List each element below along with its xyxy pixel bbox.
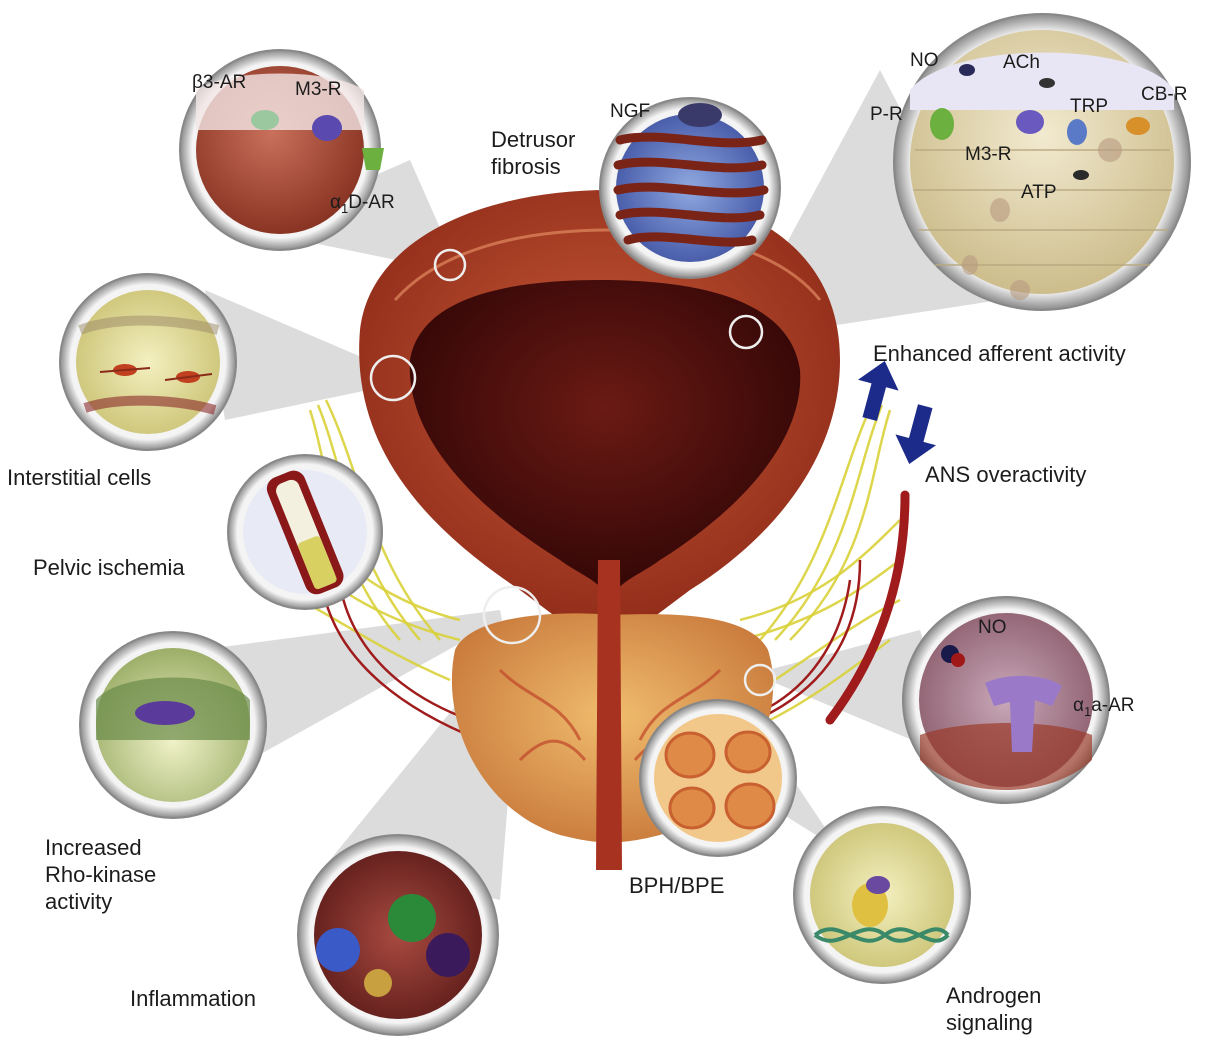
p-r-receptor-icon bbox=[930, 108, 954, 140]
main-vessel-right bbox=[825, 490, 910, 725]
inset-androgen-signaling bbox=[793, 806, 971, 984]
label-detrusor-fibrosis: Detrusor fibrosis bbox=[491, 127, 576, 179]
urethra bbox=[596, 560, 622, 870]
afferent-arrow bbox=[858, 361, 899, 422]
inset-label-m3-r-right: M3-R bbox=[965, 144, 1012, 165]
inset-label-m3-r-left: M3-R bbox=[295, 79, 342, 100]
rho-kinase-protein-icon bbox=[135, 701, 195, 725]
immune-cell-green-icon bbox=[388, 894, 436, 942]
inset-label-a1d-ar: α1D-AR bbox=[330, 192, 395, 216]
inset-label-trp: TRP bbox=[1070, 96, 1108, 117]
inset-receptors-top-left bbox=[179, 49, 384, 251]
no-molecule-icon-right bbox=[941, 645, 965, 667]
dna-helix-icon bbox=[813, 927, 950, 943]
inset-afferent-receptors bbox=[893, 13, 1191, 311]
label-pelvic-ischemia: Pelvic ischemia bbox=[33, 555, 185, 580]
inset-label-p-r: P-R bbox=[870, 104, 903, 125]
inset-pelvic-ischemia bbox=[227, 454, 383, 610]
androgen-receptor-icon bbox=[852, 876, 890, 927]
cone-rho bbox=[200, 610, 502, 760]
bladder bbox=[359, 190, 840, 620]
label-interstitial-cells: Interstitial cells bbox=[7, 465, 152, 490]
atp-molecule-icon bbox=[1073, 170, 1089, 180]
inset-interstitial-cells bbox=[59, 273, 237, 451]
cb-r-receptor-icon bbox=[1126, 117, 1150, 135]
b3-ar-receptor-icon bbox=[251, 110, 279, 130]
alpha1a-ar-receptor-icon bbox=[985, 675, 1062, 752]
inset-bph-bpe bbox=[639, 699, 797, 857]
label-bph-bpe: BPH/BPE bbox=[629, 873, 725, 898]
immune-cell-dendritic-icon bbox=[364, 969, 392, 997]
inset-label-a1a-ar: α1a-AR bbox=[1073, 695, 1135, 719]
trp-receptor-icon bbox=[1067, 119, 1087, 145]
immune-cell-blue-icon bbox=[316, 928, 360, 972]
ans-arrow bbox=[895, 404, 936, 464]
label-inflammation: Inflammation bbox=[130, 986, 256, 1011]
no-molecule-icon bbox=[959, 64, 975, 76]
inset-detrusor-fibrosis bbox=[599, 97, 781, 279]
m3-r-receptor-icon bbox=[312, 115, 342, 141]
inset-label-ach: ACh bbox=[1003, 52, 1040, 73]
interstitial-cell-icon bbox=[99, 364, 213, 383]
inset-inflammation bbox=[297, 834, 499, 1036]
inset-label-cb-r: CB-R bbox=[1141, 84, 1188, 105]
inset-label-b3-ar: β3-AR bbox=[192, 72, 247, 93]
inset-label-atp: ATP bbox=[1021, 182, 1057, 203]
blood-vessel-icon bbox=[266, 470, 344, 595]
m3-r-receptor-icon-right bbox=[1016, 110, 1044, 134]
cone-interstitial bbox=[205, 290, 392, 420]
ngf-molecule-icon bbox=[678, 103, 722, 127]
immune-cell-purple-icon bbox=[426, 933, 470, 977]
label-rho-kinase: Increased Rho-kinase activity bbox=[45, 835, 157, 914]
inset-label-no-right: NO bbox=[978, 617, 1007, 638]
label-ans-overactivity: ANS overactivity bbox=[925, 462, 1087, 487]
a1d-ar-receptor-icon bbox=[362, 148, 384, 170]
inset-alpha1a-ar bbox=[902, 596, 1110, 804]
label-androgen-signaling: Androgen signaling bbox=[946, 983, 1042, 1035]
inset-label-no-top: NO bbox=[910, 50, 939, 71]
inset-rho-kinase bbox=[79, 631, 267, 819]
label-enhanced-afferent-activity: Enhanced afferent activity bbox=[873, 341, 1126, 366]
inset-label-ngf: NGF bbox=[610, 101, 651, 122]
ach-molecule-icon bbox=[1039, 78, 1055, 88]
